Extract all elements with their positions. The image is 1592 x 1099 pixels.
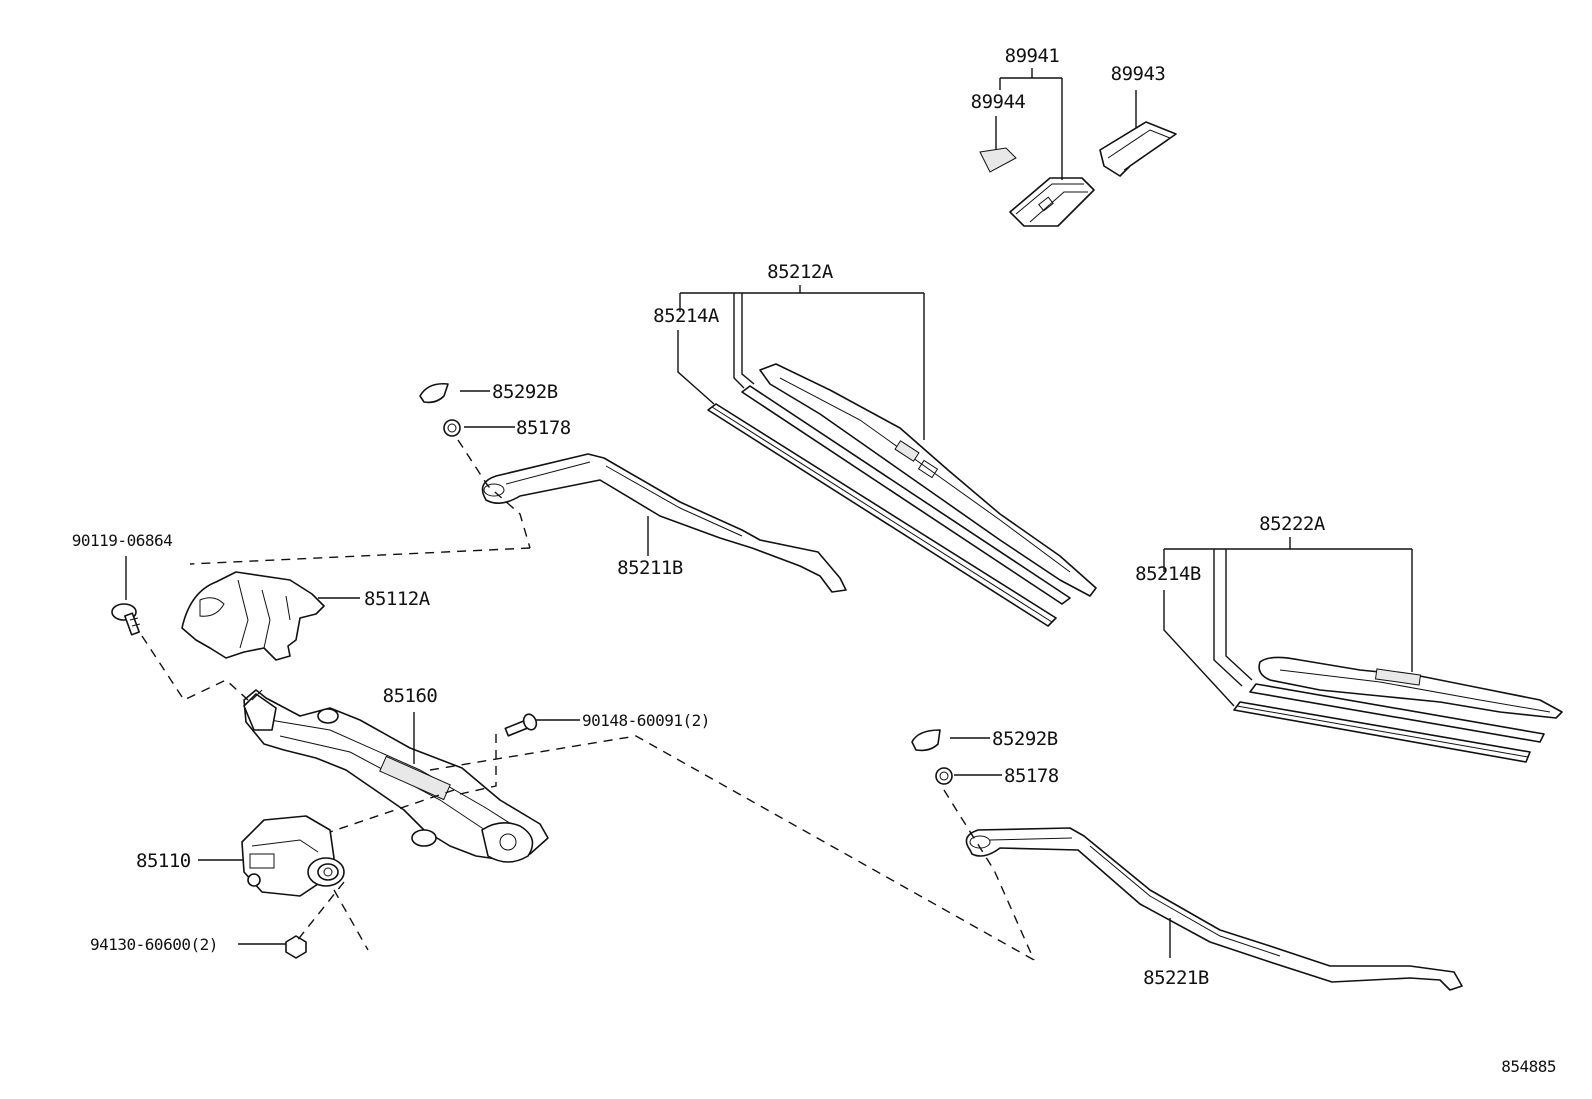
label-90119-06864[interactable]: 90119-06864 xyxy=(72,531,173,550)
part-89944-pad[interactable] xyxy=(979,147,1017,173)
label-85211B[interactable]: 85211B xyxy=(617,557,683,579)
label-90148-60091[interactable]: 90148-60091(2) xyxy=(582,711,710,730)
label-85212A[interactable]: 85212A xyxy=(767,261,834,283)
part-85221B-arm-right[interactable] xyxy=(965,827,1463,991)
label-94130-60600[interactable]: 94130-60600(2) xyxy=(90,935,218,954)
part-85110-motor[interactable] xyxy=(241,815,345,897)
part-85211B-arm-left[interactable] xyxy=(481,453,847,593)
label-85214B[interactable]: 85214B xyxy=(1135,563,1201,585)
dashed-assembly-lines xyxy=(141,439,1035,961)
label-89941[interactable]: 89941 xyxy=(1005,45,1060,67)
part-85212A-blade[interactable] xyxy=(741,363,1097,605)
leaders-85222A xyxy=(1163,537,1413,707)
part-89943-adapter[interactable] xyxy=(1099,121,1177,177)
label-85222A[interactable]: 85222A xyxy=(1259,513,1326,535)
part-85160-linkage[interactable] xyxy=(243,689,549,863)
callout-labels: 89941 89944 89943 85212A 85214A 85292B 8… xyxy=(72,45,1557,1076)
leaders-85221B xyxy=(950,737,1171,958)
part-85112A-cover[interactable] xyxy=(181,571,325,661)
label-85178-right[interactable]: 85178 xyxy=(1004,765,1059,787)
label-85110[interactable]: 85110 xyxy=(136,850,191,872)
label-85292B-left[interactable]: 85292B xyxy=(492,381,558,403)
label-85178-left[interactable]: 85178 xyxy=(516,417,571,439)
label-89944[interactable]: 89944 xyxy=(971,91,1026,113)
label-85292B-right[interactable]: 85292B xyxy=(992,728,1058,750)
leaders-85211B xyxy=(460,390,649,556)
part-94130-nut[interactable] xyxy=(285,935,307,959)
part-85178-nut-left[interactable] xyxy=(443,419,461,437)
leaders-85212A xyxy=(677,285,925,440)
label-85221B[interactable]: 85221B xyxy=(1143,967,1209,989)
part-85214B-rubber-strip[interactable] xyxy=(1233,701,1531,763)
label-85214A[interactable]: 85214A xyxy=(653,305,720,327)
part-85292B-cap-left[interactable] xyxy=(419,382,449,404)
part-90148-bolt[interactable] xyxy=(504,712,538,737)
part-85222A-blade[interactable] xyxy=(1249,656,1563,743)
part-85214A-rubber-strip[interactable] xyxy=(707,403,1057,627)
part-90119-bolt[interactable] xyxy=(111,603,141,636)
diagram-id: 854885 xyxy=(1501,1057,1556,1076)
part-85292B-cap-right[interactable] xyxy=(911,729,941,752)
part-85178-nut-right[interactable] xyxy=(935,767,953,785)
label-85112A[interactable]: 85112A xyxy=(364,588,431,610)
part-89941-clip[interactable] xyxy=(1009,177,1095,227)
label-85160[interactable]: 85160 xyxy=(383,685,438,707)
label-89943[interactable]: 89943 xyxy=(1111,63,1166,85)
leaders-top xyxy=(995,68,1137,180)
